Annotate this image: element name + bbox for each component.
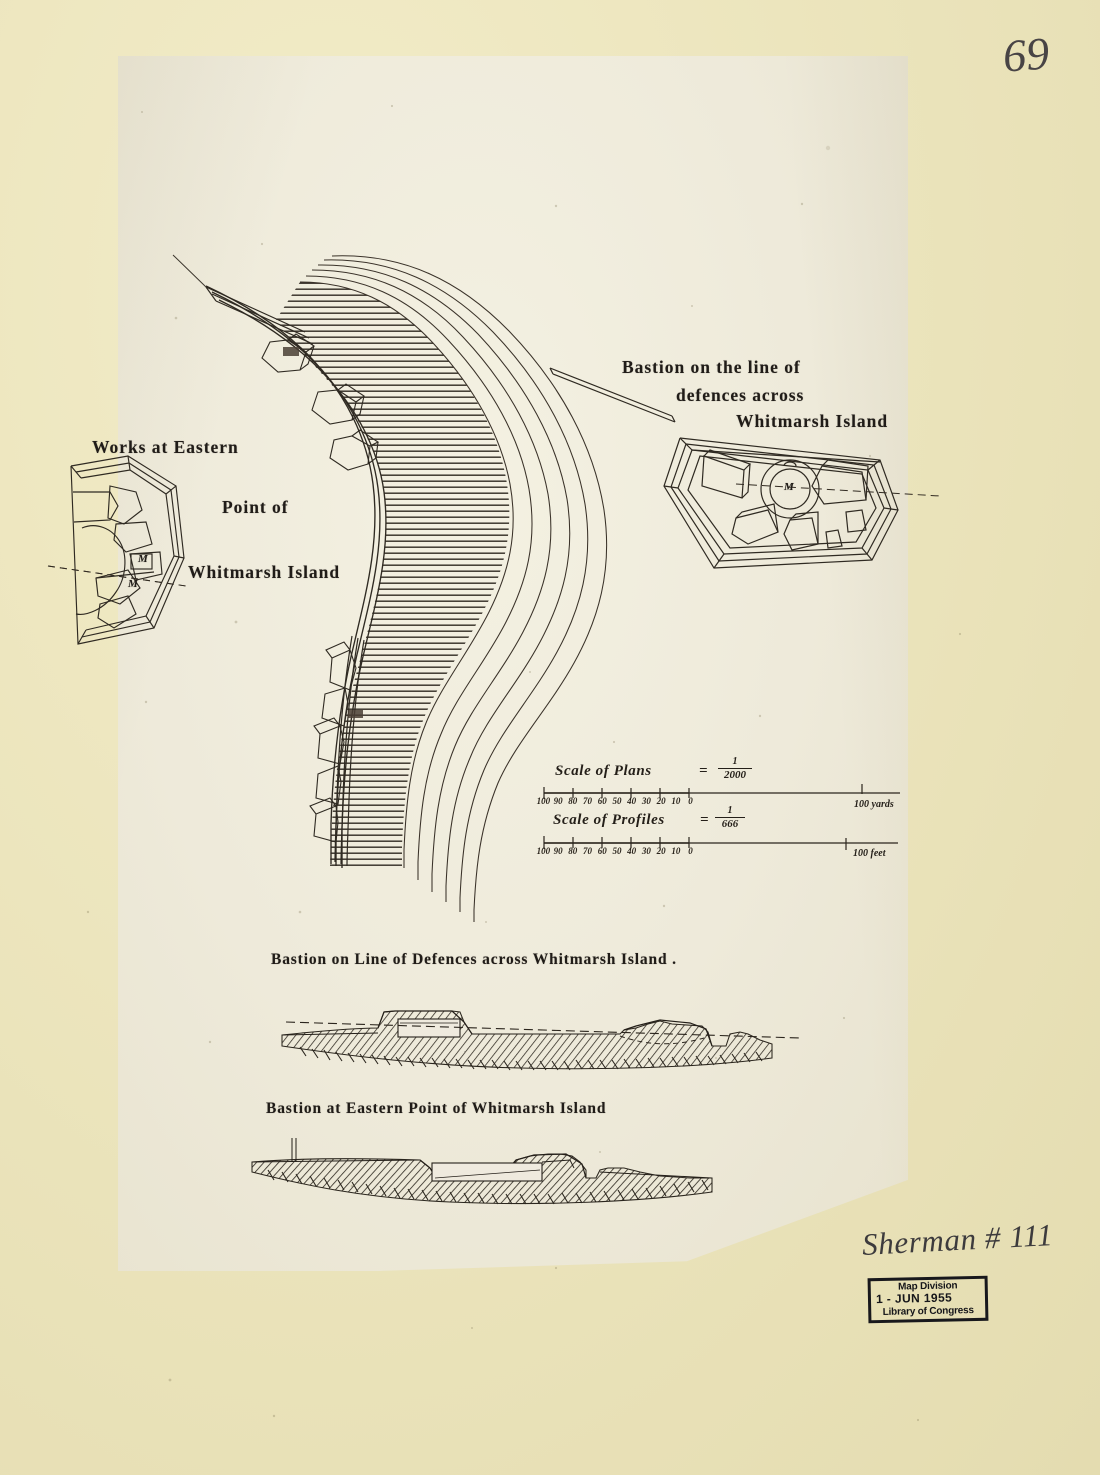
magazine-label-left-lower: M: [128, 578, 139, 590]
scale-tick-label: 10: [671, 846, 681, 856]
scale-tick-label: 100: [536, 846, 551, 856]
scale-of-profiles-numerator: 1: [727, 805, 733, 816]
fraction-bar-icon: [718, 768, 752, 769]
profile-bastion-line-of-defences: [281, 1010, 801, 1071]
scale-tick-label: 60: [597, 846, 607, 856]
scale-tick-label: 80: [568, 846, 578, 856]
scale-tick-label: 20: [656, 846, 666, 856]
left-bastion-plan: [47, 455, 187, 645]
scale-of-plans-ratio: 1 2000: [718, 757, 752, 781]
scale-of-plans-equals: =: [699, 763, 709, 779]
paper-foxing: [86, 104, 962, 1422]
scale-tick-label: 50: [612, 796, 622, 806]
scale-tick-label: 90: [553, 846, 563, 856]
shoreline-contours: [299, 255, 608, 922]
scale-of-profiles-equals: =: [700, 812, 710, 828]
profile-1-title: Bastion on Line of Defences across Whitm…: [271, 951, 677, 968]
scale-tick-label: 100: [536, 796, 551, 806]
scale-tick-label: 90: [553, 796, 563, 806]
scale-of-profiles-label: Scale of Profiles: [553, 812, 665, 828]
scale-tick-label: 30: [641, 796, 651, 806]
scale-bars: [543, 784, 900, 850]
entrenched-line-plan: [172, 254, 608, 922]
scale-tick-label: 50: [612, 846, 622, 856]
gun-emplacements-south: [309, 641, 363, 843]
scale-of-profiles-end-label: 100 feet: [853, 848, 886, 859]
scale-tick-label: 70: [583, 796, 593, 806]
scale-of-plans-label: Scale of Plans: [555, 763, 652, 779]
right-plan-title-line2: defences across: [676, 385, 805, 405]
scale-of-plans-numerator: 1: [732, 756, 738, 767]
scale-tick-label: 10: [671, 796, 681, 806]
scale-of-profiles-denominator: 666: [721, 818, 739, 830]
scale-tick-label: 40: [627, 846, 637, 856]
magazine-label-left-upper: M: [138, 553, 149, 565]
left-plan-title-line2: Point of: [222, 497, 289, 517]
scale-of-plans-denominator: 2000: [724, 769, 746, 781]
right-plan-title-line3: Whitmarsh Island: [736, 411, 889, 431]
scale-tick-label: 30: [641, 846, 651, 856]
gun-emplacements-north: [261, 333, 380, 471]
left-plan-title-line1: Works at Eastern: [92, 437, 239, 457]
scale-tick-label: 60: [597, 796, 607, 806]
scale-of-profiles-ratio: 1 666: [715, 806, 745, 830]
scale-tick-label: 80: [568, 796, 578, 806]
parapet-north: [205, 286, 314, 345]
scale-tick-label: 70: [583, 846, 593, 856]
scale-of-plans-end-label: 100 yards: [854, 799, 894, 810]
left-plan-title-line3: Whitmarsh Island: [188, 562, 341, 582]
scale-tick-label: 0: [688, 796, 693, 806]
scale-tick-label: 20: [656, 796, 666, 806]
magazine-label-right: M: [784, 481, 795, 493]
line-of-defences-extension: [172, 254, 207, 288]
scale-tick-label: 0: [688, 846, 693, 856]
right-plan-title-line1: Bastion on the line of: [622, 357, 801, 377]
right-bastion-plan: [549, 367, 941, 569]
fraction-bar-icon: [715, 817, 745, 818]
page-number: 69: [1001, 27, 1051, 82]
stamp-line-library: Library of Congress: [882, 1304, 974, 1318]
scale-tick-label: 40: [627, 796, 637, 806]
library-of-congress-stamp: Map Division 1 - JUN 1955 Library of Con…: [867, 1275, 989, 1324]
profile-2-title: Bastion at Eastern Point of Whitmarsh Is…: [266, 1100, 607, 1117]
drawing-paper: [118, 56, 908, 1271]
parapet-south: [334, 635, 365, 867]
profile-bastion-eastern-point: [251, 1138, 713, 1205]
